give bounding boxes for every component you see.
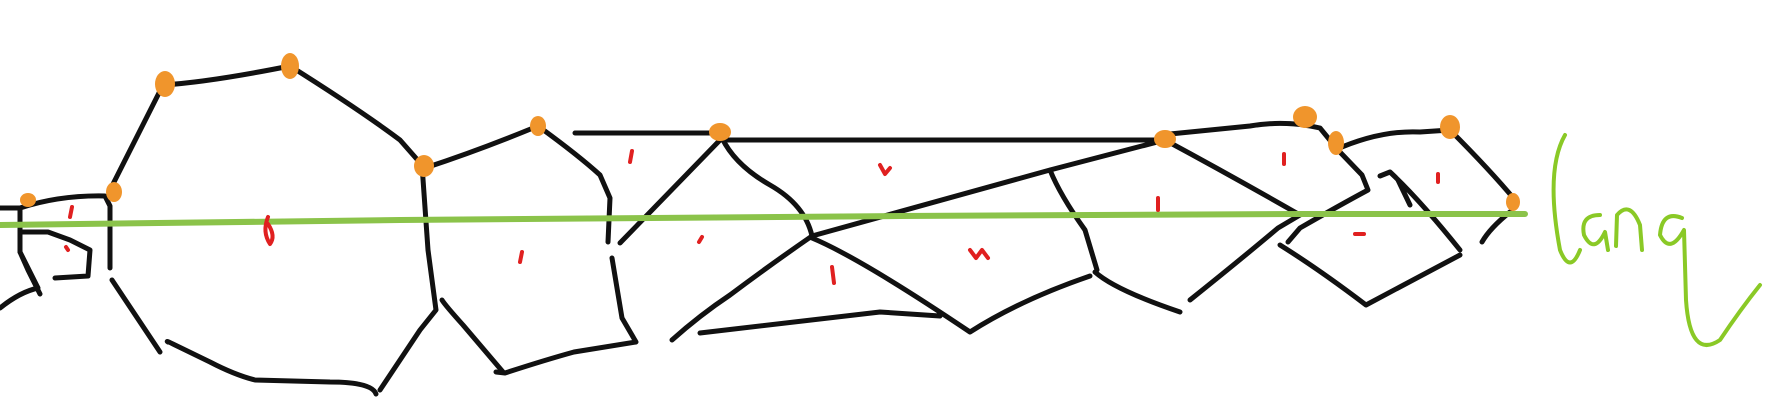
red-mark	[518, 250, 524, 264]
label-handwriting	[1551, 133, 1762, 347]
polygon-outlines	[0, 63, 1518, 397]
vertex-dot	[1154, 130, 1176, 148]
red-mark	[263, 215, 275, 246]
red-mark	[64, 245, 70, 252]
vertex-dot	[1440, 115, 1460, 139]
top-long-edge	[572, 130, 1168, 143]
pentagon-left	[439, 297, 506, 375]
right-bottom	[1277, 209, 1513, 308]
vertex-dots	[20, 53, 1520, 211]
pentagon-top	[422, 123, 613, 245]
red-marks	[64, 149, 1440, 285]
octagon-left	[109, 277, 163, 355]
vertex-dot	[1506, 193, 1520, 211]
vertex-dot	[414, 155, 434, 177]
left-fragment-lower	[0, 249, 43, 311]
pentagon-right	[493, 255, 639, 376]
lattice-diag	[809, 137, 1168, 273]
red-mark	[830, 265, 836, 285]
red-mark	[628, 149, 634, 164]
lattice-left	[617, 135, 815, 246]
right-top	[1167, 120, 1518, 203]
red-mark	[68, 205, 74, 219]
vertex-dot	[155, 71, 175, 97]
red-mark	[878, 163, 892, 176]
vertex-dot	[709, 123, 731, 141]
vertex-dot	[281, 53, 299, 79]
left-fragment-inner	[17, 229, 93, 281]
right-inner	[1377, 169, 1463, 253]
octagon-right	[377, 162, 439, 393]
right-mid	[1285, 147, 1371, 245]
vertex-dot	[20, 193, 36, 207]
vertex-dot	[1328, 131, 1344, 155]
lattice-right	[1092, 137, 1303, 315]
octagon-bottom	[164, 338, 379, 397]
vertex-dot	[1293, 106, 1317, 128]
red-mark	[968, 248, 990, 260]
vertex-dot	[106, 182, 122, 202]
vertex-dot	[530, 116, 546, 136]
lattice-lower	[669, 233, 1093, 343]
red-mark	[697, 235, 704, 244]
